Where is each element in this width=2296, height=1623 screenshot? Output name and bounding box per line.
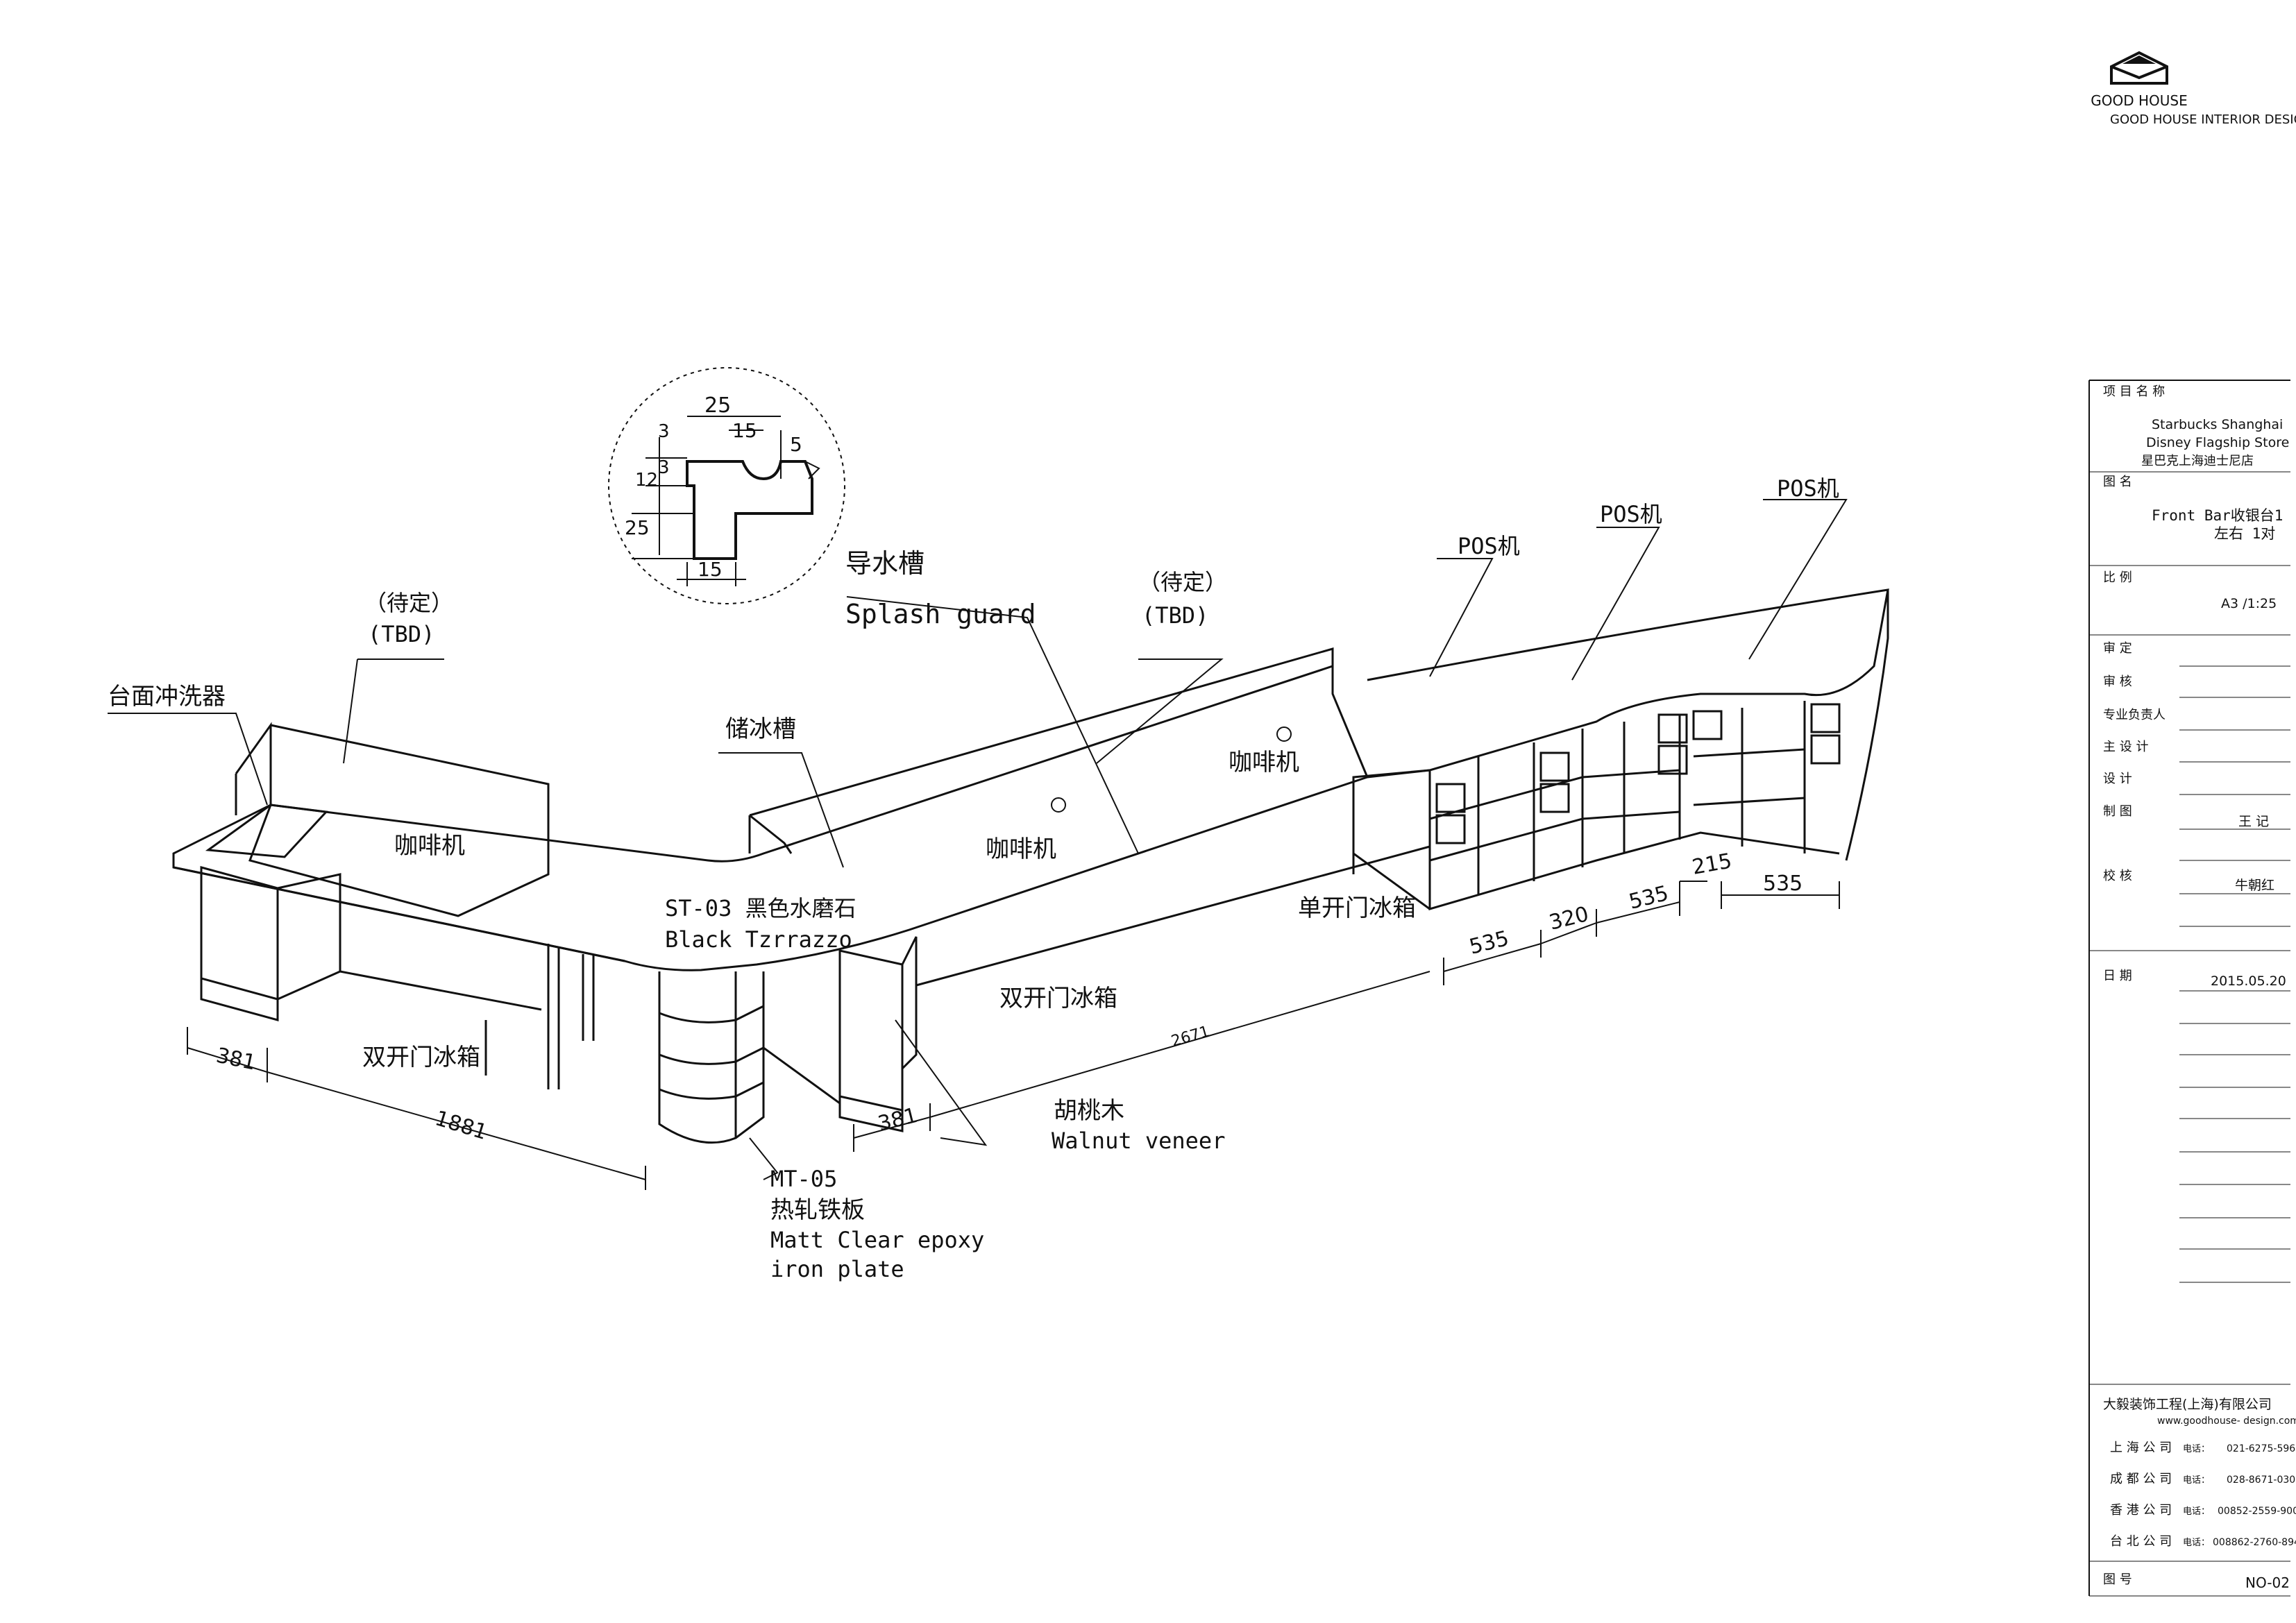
logo-house-icon bbox=[2110, 51, 2168, 85]
office-city-1: 上 海 公 司 bbox=[2110, 1441, 2172, 1455]
dim-320: 320 bbox=[1546, 902, 1591, 935]
tbd-right-cn: （待定） bbox=[1138, 569, 1227, 595]
walnut-label-cn: 胡桃木 bbox=[1054, 1097, 1124, 1125]
lead-label: 专业负责人 bbox=[2103, 708, 2166, 722]
project-name-en-2: Disney Flagship Store bbox=[2146, 435, 2289, 450]
pos-label-3: POS机 bbox=[1777, 475, 1839, 502]
ice-bin-label: 储冰槽 bbox=[725, 715, 796, 743]
check-name: 牛朝红 bbox=[2235, 878, 2274, 893]
office-tel-4: 008862-2760-8946 bbox=[2213, 1537, 2296, 1548]
counter-linework bbox=[172, 588, 1889, 1144]
sheet-number: NO-02 bbox=[2245, 1574, 2290, 1591]
counter-rinser-label: 台面冲洗器 bbox=[108, 683, 226, 711]
pos-label-2: POS机 bbox=[1600, 501, 1662, 527]
splash-guard-cn: 导水槽 bbox=[845, 548, 925, 579]
tbd-left-en: (TBD) bbox=[368, 621, 434, 647]
draw-label: 制 图 bbox=[2103, 804, 2132, 819]
project-name-en-1: Starbucks Shanghai bbox=[2152, 417, 2283, 432]
logo-company-text: GOOD HOUSE INTERIOR DESIGN bbox=[2110, 112, 2296, 127]
firm-website: www.goodhouse- design.com bbox=[2157, 1416, 2296, 1427]
coffee-machine-label-2: 咖啡机 bbox=[986, 835, 1056, 863]
draw-name: 王 记 bbox=[2238, 814, 2269, 829]
office-tel-3: 00852-2559-9009 bbox=[2218, 1506, 2296, 1517]
detail-dim-15-bottom: 15 bbox=[698, 558, 723, 581]
grommet-hole-2 bbox=[1276, 726, 1292, 742]
dim-2671: 2671 bbox=[1170, 1023, 1212, 1050]
office-tel-label-3: 电话： bbox=[2183, 1506, 2210, 1517]
office-tel-2: 028-8671-0303 bbox=[2227, 1475, 2296, 1486]
detail-dim-3b: 3 bbox=[658, 457, 670, 478]
project-name-label: 项 目 名 称 bbox=[2103, 384, 2165, 399]
detail-dim-3a: 3 bbox=[658, 421, 670, 442]
review-label: 审 核 bbox=[2103, 674, 2132, 689]
profile-detail: 25 15 5 3 3 12 25 15 bbox=[608, 367, 845, 604]
walnut-label-en: Walnut veneer bbox=[1052, 1128, 1225, 1154]
terrazzo-label-en: Black Tzrrazzo bbox=[665, 926, 852, 953]
project-name-cn: 星巴克上海迪士尼店 bbox=[2141, 454, 2254, 468]
coffee-machine-label-3: 咖啡机 bbox=[1229, 749, 1299, 776]
tbd-right-en: (TBD) bbox=[1142, 602, 1208, 629]
scale-label: 比 例 bbox=[2103, 570, 2132, 585]
detail-dim-15-top: 15 bbox=[732, 419, 757, 442]
single-door-fridge-label: 单开门冰箱 bbox=[1298, 894, 1416, 922]
dim-535-c: 535 bbox=[1763, 872, 1803, 896]
mt-code-label: MT-05 bbox=[770, 1166, 837, 1192]
dim-215: 215 bbox=[1690, 849, 1733, 879]
title-block bbox=[2088, 380, 2290, 1597]
office-tel-label-4: 电话： bbox=[2183, 1538, 2210, 1548]
leader-lines bbox=[108, 499, 1848, 1180]
chief-label: 主 设 计 bbox=[2103, 740, 2148, 754]
date-label: 日 期 bbox=[2103, 969, 2132, 983]
coffee-machine-label-1: 咖啡机 bbox=[394, 832, 465, 860]
logo-mark-text: GOOD HOUSE bbox=[2091, 92, 2188, 109]
dim-535-b: 535 bbox=[1626, 881, 1671, 915]
detail-dim-5: 5 bbox=[790, 433, 802, 456]
approve-label: 审 定 bbox=[2103, 641, 2132, 656]
double-door-fridge-label-1: 双开门冰箱 bbox=[999, 985, 1117, 1012]
office-tel-label-2: 电话： bbox=[2183, 1475, 2210, 1486]
detail-dim-25-top: 25 bbox=[704, 393, 731, 418]
double-door-fridge-label-2: 双开门冰箱 bbox=[362, 1044, 480, 1071]
firm-name: 大毅装饰工程(上海)有限公司 bbox=[2103, 1397, 2272, 1412]
office-tel-1: 021-6275-5965 bbox=[2227, 1443, 2296, 1454]
date-value: 2015.05.20 bbox=[2211, 974, 2286, 989]
office-city-2: 成 都 公 司 bbox=[2110, 1472, 2172, 1486]
mt-en-label-2: iron plate bbox=[770, 1256, 904, 1282]
drawing-name-1: Front Bar收银台1 bbox=[2152, 507, 2283, 524]
design-label: 设 计 bbox=[2103, 772, 2132, 786]
grommet-hole-1 bbox=[1051, 797, 1066, 813]
dim-1881: 1881 bbox=[432, 1106, 490, 1145]
dim-381-right: 381 bbox=[875, 1103, 920, 1137]
splash-guard-en: Splash guard bbox=[845, 599, 1036, 629]
dimension-lines bbox=[187, 881, 1840, 1190]
pos-label-1: POS机 bbox=[1458, 533, 1520, 559]
scale-value: A3 /1:25 bbox=[2221, 596, 2277, 611]
terrazzo-label-cn: ST-03 黑色水磨石 bbox=[665, 895, 856, 921]
dim-381-left: 381 bbox=[214, 1044, 258, 1076]
detail-dim-25-left: 25 bbox=[625, 516, 650, 539]
sheet-number-label: 图 号 bbox=[2103, 1572, 2132, 1587]
office-tel-label-1: 电话： bbox=[2183, 1444, 2210, 1454]
office-city-4: 台 北 公 司 bbox=[2110, 1534, 2172, 1549]
tbd-left-cn: （待定） bbox=[364, 590, 453, 616]
mt-en-label-1: Matt Clear epoxy bbox=[770, 1227, 984, 1253]
drawing-name-label: 图 名 bbox=[2103, 475, 2132, 489]
drawing-name-2: 左右 1对 bbox=[2214, 525, 2275, 542]
office-city-3: 香 港 公 司 bbox=[2110, 1503, 2172, 1518]
check-label: 校 核 bbox=[2103, 869, 2132, 883]
company-logo: GOOD HOUSE GOOD HOUSE INTERIOR DESIGN bbox=[2091, 51, 2296, 127]
detail-dim-12: 12 bbox=[635, 470, 658, 491]
mt-cn-label: 热轧铁板 bbox=[770, 1196, 865, 1224]
